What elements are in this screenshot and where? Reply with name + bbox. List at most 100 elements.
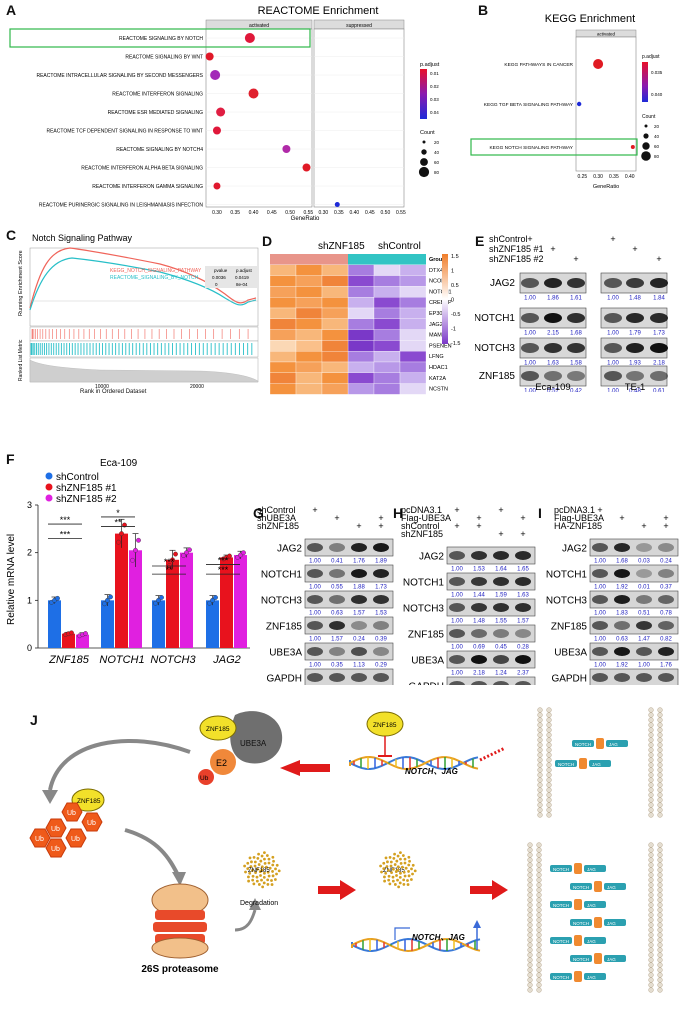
a-pathway-label: REACTOME INTERFERON ALPHA BETA SIGNALING xyxy=(81,166,203,172)
ghi-band xyxy=(471,577,487,586)
f-bar xyxy=(62,633,75,648)
d-cell xyxy=(347,286,375,298)
d-cell xyxy=(373,275,401,287)
svg-text:0.30: 0.30 xyxy=(318,210,328,216)
svg-text:NOTCH: NOTCH xyxy=(553,939,569,944)
d-cell xyxy=(295,340,323,352)
a-dot xyxy=(334,202,340,207)
ghi-band xyxy=(636,595,652,604)
d-cell xyxy=(269,361,297,373)
svg-text:E2: E2 xyxy=(216,758,227,768)
ghi-band xyxy=(636,543,652,552)
e-band xyxy=(650,343,668,353)
svg-text:+: + xyxy=(378,513,383,523)
svg-text:shControl: shControl xyxy=(378,241,421,252)
svg-text:NOTCH: NOTCH xyxy=(553,975,569,980)
a-pathway-label: REACTOME ESR MEDIATED SIGNALING xyxy=(108,110,203,116)
svg-text:Eca-109: Eca-109 xyxy=(535,382,570,392)
a-pathway-label: REACTOME INTERFERON GAMMA SIGNALING xyxy=(92,184,203,190)
d-cell xyxy=(373,329,401,341)
svg-text:0.24: 0.24 xyxy=(353,637,365,643)
panel-b-xlabel: GeneRatio xyxy=(593,184,619,190)
svg-text:+: + xyxy=(476,513,481,523)
d-cell xyxy=(373,307,401,319)
svg-text:1: 1 xyxy=(451,269,454,275)
j-red-arrow-left xyxy=(280,760,330,776)
d-cell xyxy=(347,329,375,341)
d-cell xyxy=(269,329,297,341)
svg-text:1.5: 1.5 xyxy=(451,254,459,260)
svg-text:2.18: 2.18 xyxy=(653,361,665,367)
d-cell xyxy=(321,372,349,384)
svg-text:UBE3A: UBE3A xyxy=(240,739,267,748)
svg-text:***: *** xyxy=(218,556,229,566)
svg-text:1.00: 1.00 xyxy=(451,619,463,625)
svg-text:1.00: 1.00 xyxy=(309,585,321,591)
e-band xyxy=(626,313,644,323)
d-cell xyxy=(399,264,427,276)
kegg-notch-highlight xyxy=(470,138,638,156)
ghi-band xyxy=(373,569,389,578)
f-point xyxy=(119,531,124,537)
svg-text:0.51: 0.51 xyxy=(638,611,650,617)
ghi-band xyxy=(449,681,465,685)
svg-text:1.88: 1.88 xyxy=(353,585,365,591)
svg-text:1.79: 1.79 xyxy=(629,331,641,337)
f-point xyxy=(83,631,88,636)
ghi-band xyxy=(592,543,608,552)
svg-text:JAG: JAG xyxy=(607,921,616,926)
svg-text:1.93: 1.93 xyxy=(629,361,641,367)
svg-text:JAG: JAG xyxy=(592,762,601,767)
svg-text:20000: 20000 xyxy=(190,384,204,390)
ghi-band xyxy=(351,647,367,656)
c-title: Notch Signaling Pathway xyxy=(32,233,133,243)
b-dot xyxy=(593,59,604,69)
d-cell xyxy=(321,318,349,330)
svg-text:Ub: Ub xyxy=(51,826,60,833)
svg-text:1.76: 1.76 xyxy=(660,663,672,669)
svg-text:1.00: 1.00 xyxy=(524,331,536,337)
d-cell xyxy=(399,297,427,309)
svg-text:1.92: 1.92 xyxy=(616,663,628,669)
svg-text:0.39: 0.39 xyxy=(375,637,387,643)
svg-text:Count: Count xyxy=(642,114,656,120)
facet-activated: activated xyxy=(249,23,269,29)
svg-text:0.40: 0.40 xyxy=(349,210,359,216)
svg-text:JAG: JAG xyxy=(587,939,596,944)
ghi-band xyxy=(658,647,674,656)
svg-text:1.00: 1.00 xyxy=(638,663,650,669)
f-bar xyxy=(152,600,165,648)
a-legend-count-title: Count xyxy=(420,130,435,136)
svg-text:0.50: 0.50 xyxy=(381,210,391,216)
ghi-band xyxy=(471,603,487,612)
svg-text:1.57: 1.57 xyxy=(353,611,365,617)
ghi-band xyxy=(658,543,674,552)
svg-text:Ub: Ub xyxy=(67,810,76,817)
svg-text:+: + xyxy=(632,244,637,254)
ghi-band xyxy=(658,621,674,630)
e-band xyxy=(650,278,668,288)
svg-text:0.45: 0.45 xyxy=(495,645,507,651)
j-ube3a-shape xyxy=(230,711,283,764)
svg-text:NOTCH3: NOTCH3 xyxy=(261,596,303,607)
svg-text:0.03: 0.03 xyxy=(430,97,439,102)
ghi-band xyxy=(636,673,652,682)
svg-text:1.63: 1.63 xyxy=(547,361,559,367)
f-bar xyxy=(115,533,128,648)
svg-text:0.78: 0.78 xyxy=(660,611,672,617)
svg-text:+: + xyxy=(498,505,503,515)
svg-text:JAG: JAG xyxy=(607,885,616,890)
svg-text:1.00: 1.00 xyxy=(309,637,321,643)
svg-text:0.63: 0.63 xyxy=(616,637,628,643)
svg-text:ZNF185: ZNF185 xyxy=(551,622,588,633)
d-cell xyxy=(295,329,323,341)
d-cell xyxy=(295,318,323,330)
j-znf185-top xyxy=(199,715,237,741)
f-point xyxy=(210,597,215,603)
ghi-band xyxy=(515,655,531,664)
d-cell xyxy=(269,297,297,309)
svg-text:1.00: 1.00 xyxy=(594,663,606,669)
svg-text:NOTCH: NOTCH xyxy=(575,742,591,747)
d-cell xyxy=(295,383,323,395)
svg-text:1.57: 1.57 xyxy=(331,637,343,643)
